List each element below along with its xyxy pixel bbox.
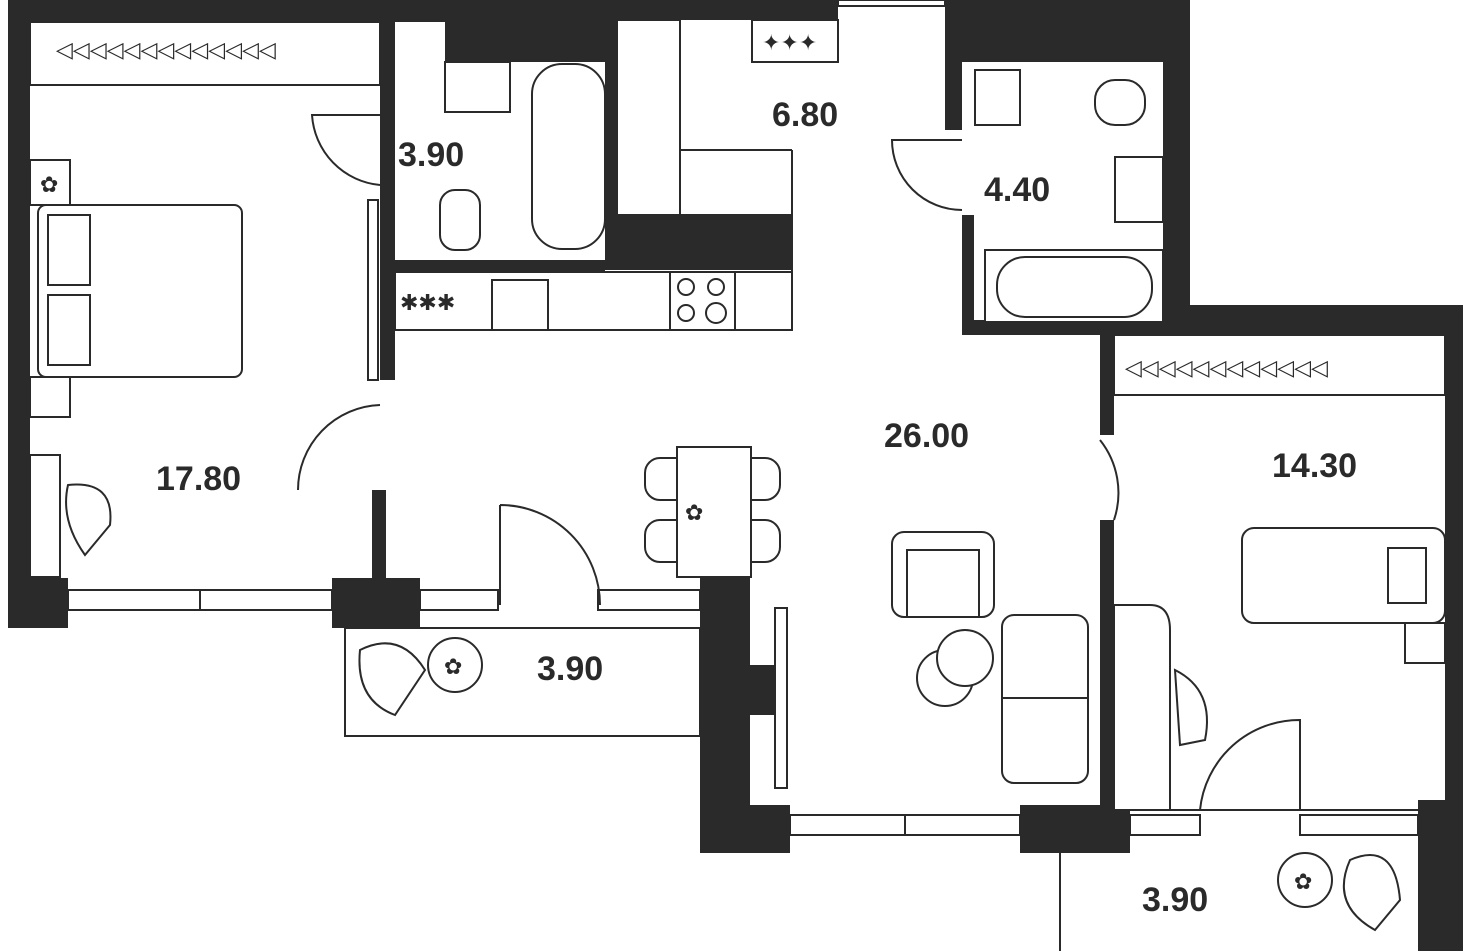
- hanger-icons: ◁◁◁◁◁◁◁◁◁◁◁◁◁: [56, 38, 276, 63]
- area-bedroom: 17.80: [156, 460, 241, 498]
- doors: [297, 114, 1301, 811]
- hanger-icons-2: ◁◁◁◁◁◁◁◁◁◁◁◁: [1125, 356, 1328, 381]
- area-balcony: 3.90: [537, 650, 603, 688]
- flower-icon: ✿: [685, 501, 703, 526]
- cooktop-icons: ✦✦✦: [762, 31, 817, 56]
- windows: [67, 0, 1419, 836]
- area-labels: 17.80 3.90 6.80 4.40 26.00 14.30 3.90 3.…: [156, 96, 1357, 919]
- furniture: ◁◁◁◁◁◁◁◁◁◁◁◁◁ ◁◁◁◁◁◁◁◁◁◁◁◁ ✿ ✿ ✿ ✿ ✱✱✱ ✦…: [29, 19, 1446, 932]
- area-living-kitchen: 26.00: [884, 417, 969, 455]
- area-bathroom-2: 4.40: [984, 171, 1050, 209]
- area-bedroom-2: 14.30: [1272, 447, 1357, 485]
- snowflake-icons: ✱✱✱: [400, 291, 455, 316]
- flower-icon-4: ✿: [1294, 870, 1312, 895]
- area-balcony-2: 3.90: [1142, 881, 1208, 919]
- flower-icon-2: ✿: [40, 173, 58, 198]
- flower-icon-3: ✿: [444, 655, 462, 680]
- walls: [8, 0, 1463, 951]
- area-bathroom: 3.90: [398, 136, 464, 174]
- area-wardrobe: 6.80: [772, 96, 838, 134]
